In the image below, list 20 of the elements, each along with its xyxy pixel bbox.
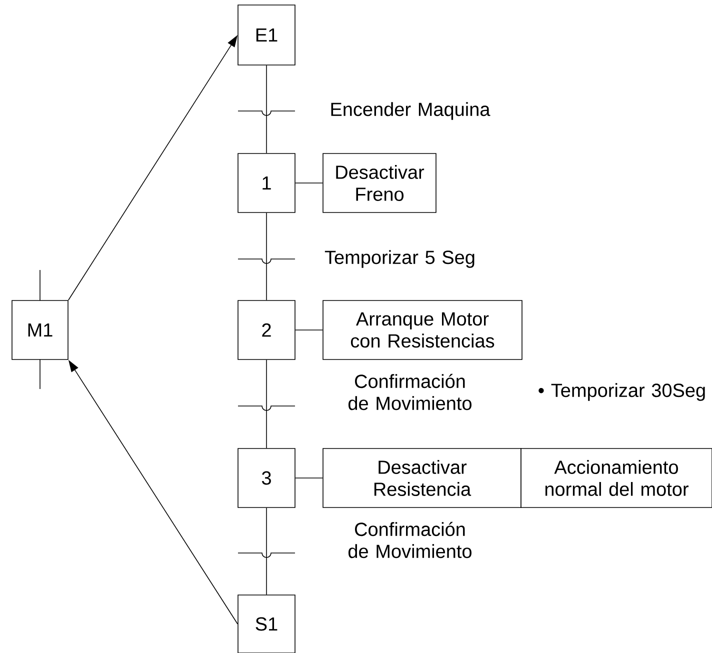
step-box: E1	[238, 4, 296, 66]
transition-label: Confirmación de Movimiento	[348, 522, 472, 558]
action-box: Arranque Motor con Resistencias	[322, 300, 522, 360]
step-box: 1	[238, 153, 296, 213]
step-box: S1	[238, 594, 296, 653]
transition-label: Confirmación de Movimiento	[348, 374, 472, 410]
step-box: 3	[238, 448, 296, 508]
action-box: Desactivar Freno	[322, 153, 436, 213]
action-box: Accionamiento normal del motor	[520, 448, 712, 508]
connector-line	[266, 360, 267, 448]
transition-label: Encender Maquina	[331, 102, 490, 120]
step-box: 2	[238, 300, 296, 360]
action-box: Desactivar Resistencia	[322, 448, 522, 508]
step-box: M1	[12, 300, 68, 360]
connector-line	[266, 508, 267, 595]
transition-label: • Temporizar 30Seg	[538, 383, 705, 401]
connector-line	[266, 65, 267, 154]
connector-line	[295, 182, 323, 184]
transition-label: Temporizar 5 Seg	[324, 250, 474, 268]
connector-line	[266, 212, 267, 300]
